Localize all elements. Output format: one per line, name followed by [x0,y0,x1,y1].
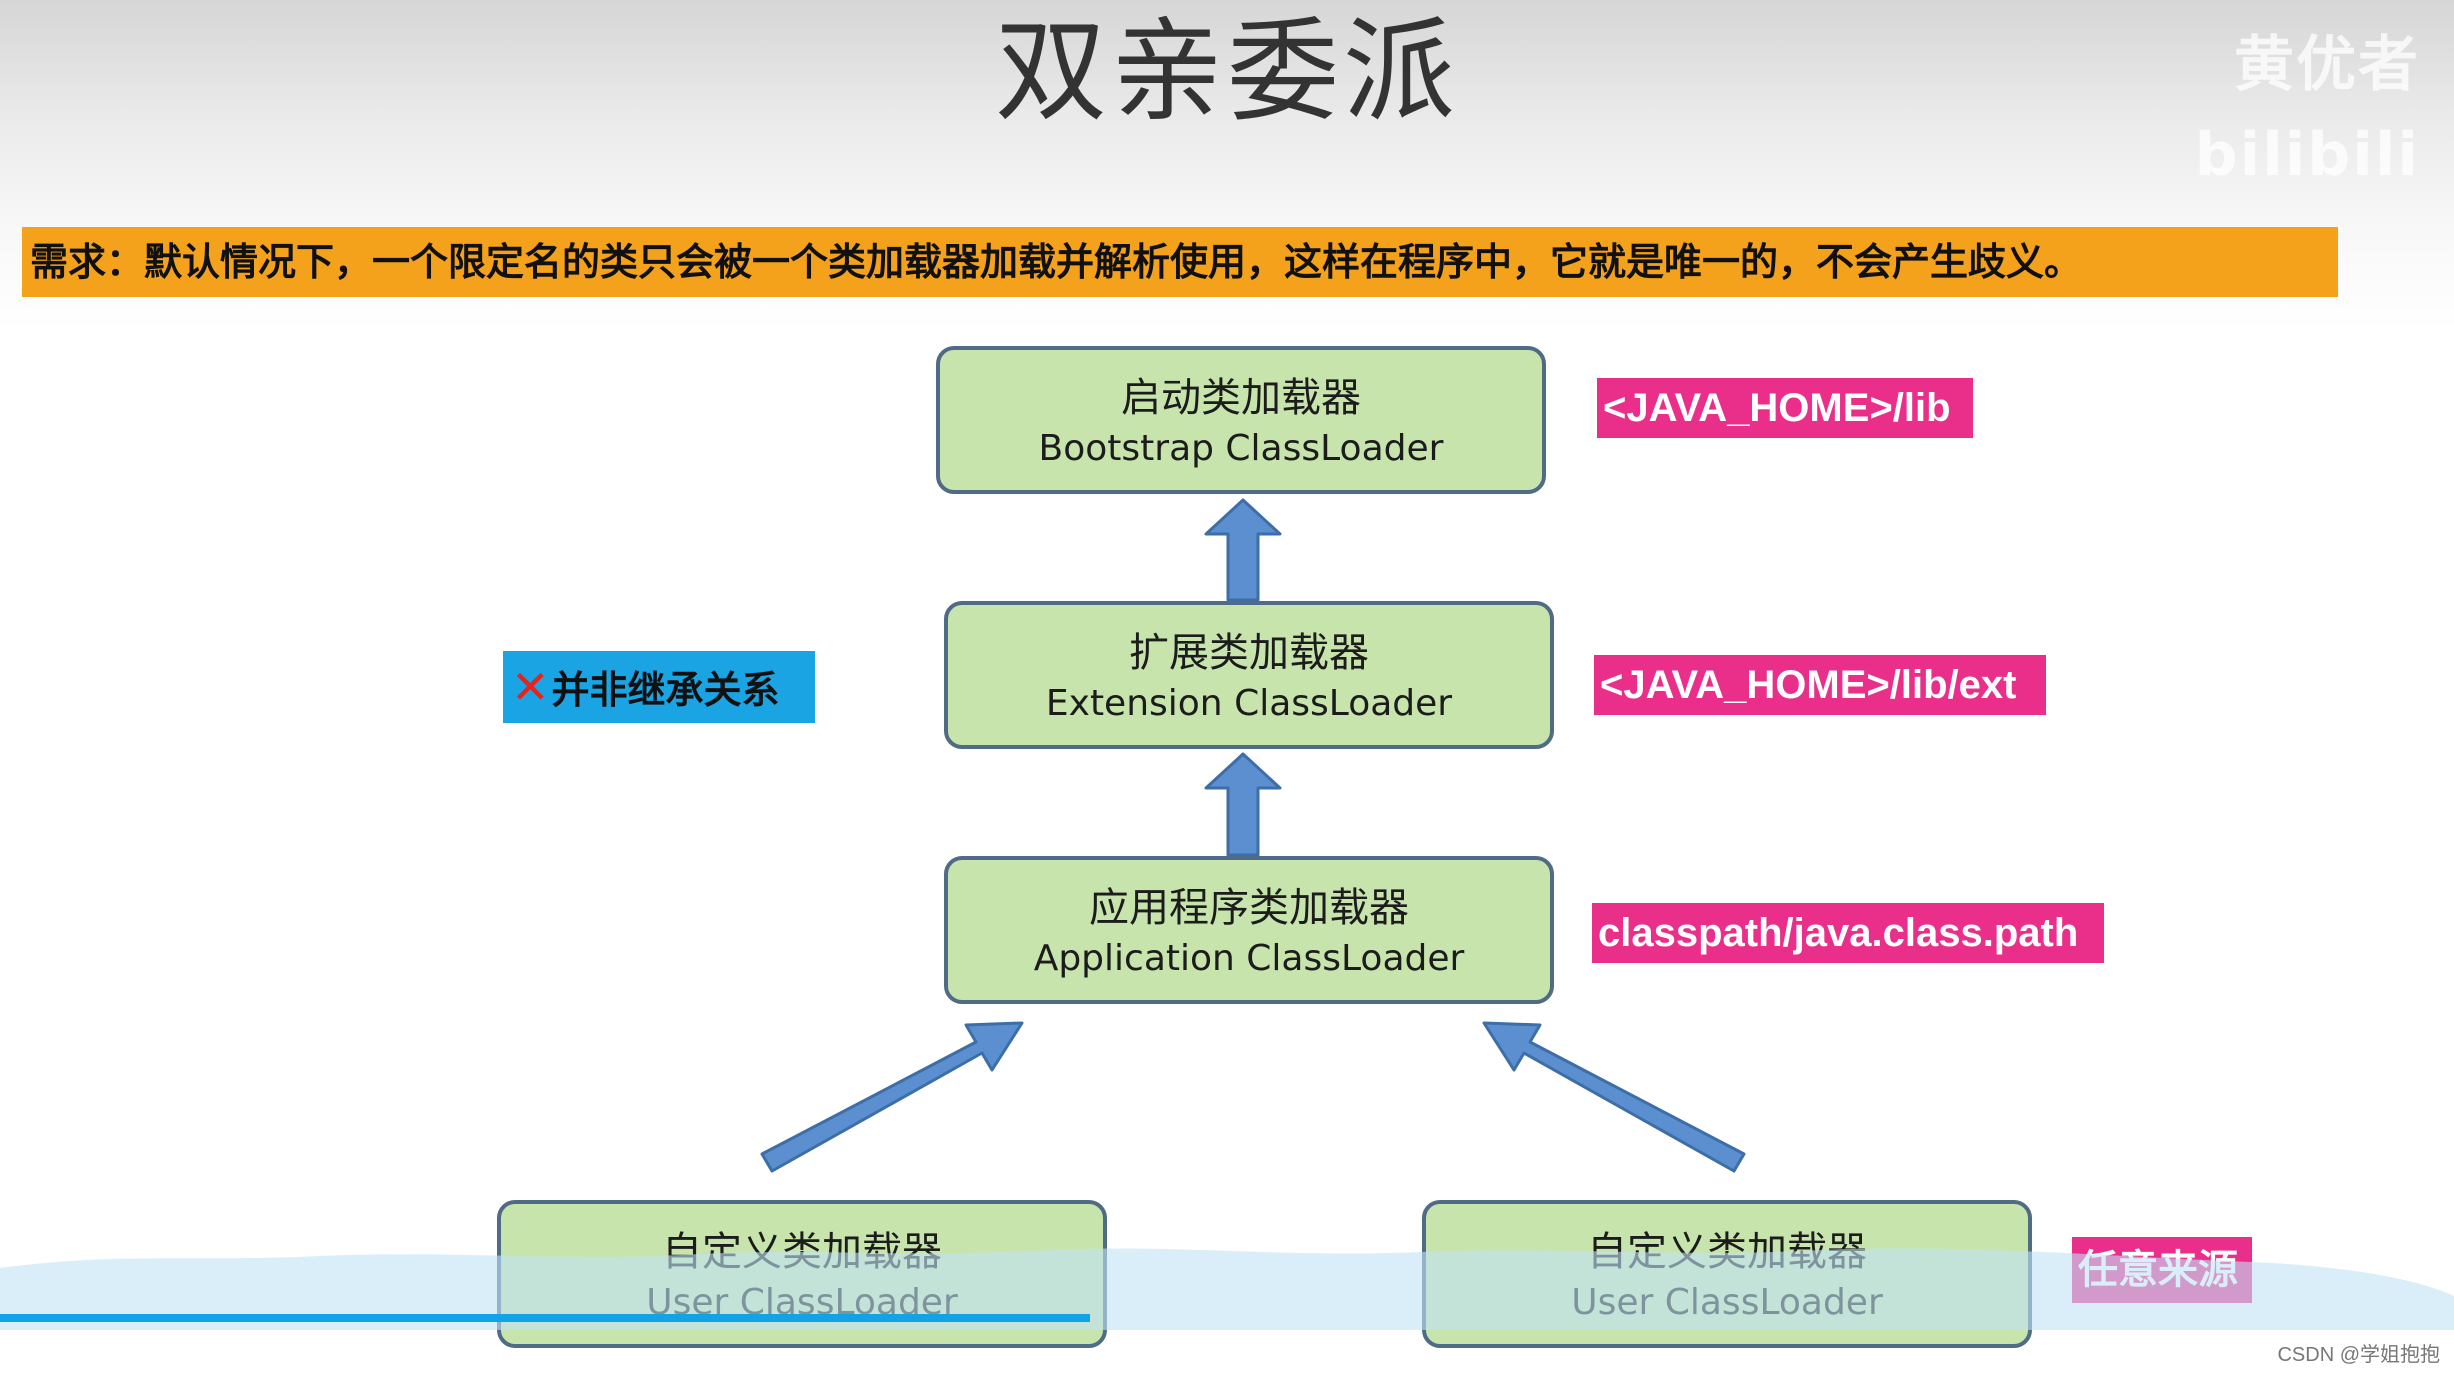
application-cn-label: 应用程序类加载器 [1089,885,1409,931]
arrow-up-to-extension [1204,752,1282,857]
user-classloader-box-left: 自定义类加载器 User ClassLoader [497,1200,1107,1348]
arrow-right-user-to-application [1482,1021,1746,1173]
not-inheritance-note: ✕并非继承关系 [503,651,815,723]
extension-en-label: Extension ClassLoader [1045,683,1453,724]
user-left-cn-label: 自定义类加载器 [662,1229,942,1275]
extension-path-tag: <JAVA_HOME>/lib/ext [1594,655,2046,715]
bootstrap-path-tag: <JAVA_HOME>/lib [1597,378,1973,438]
user-right-cn-label: 自定义类加载器 [1587,1229,1867,1275]
extension-classloader-box: 扩展类加载器 Extension ClassLoader [944,601,1554,749]
arrow-up-to-bootstrap [1204,498,1282,602]
page-title: 双亲委派 [995,7,1459,137]
bilibili-watermark: 黄优者 bilibili [2194,30,2420,190]
application-en-label: Application ClassLoader [1033,938,1465,979]
extension-cn-label: 扩展类加载器 [1129,630,1369,676]
bootstrap-classloader-box: 启动类加载器 Bootstrap ClassLoader [936,346,1546,494]
application-path-tag: classpath/java.class.path [1592,903,2104,963]
bootstrap-cn-label: 启动类加载器 [1121,375,1361,421]
csdn-credit: CSDN @学姐抱抱 [2277,1344,2440,1366]
arrow-left-user-to-application [760,1021,1024,1173]
user-classloader-box-right: 自定义类加载器 User ClassLoader [1422,1200,2032,1348]
user-source-tag: 任意来源 [2072,1237,2252,1303]
video-progress-bar[interactable] [0,1314,1090,1322]
requirement-banner: 需求：默认情况下，一个限定名的类只会被一个类加载器加载并解析使用，这样在程序中，… [22,227,2338,297]
red-x-icon: ✕ [511,660,550,714]
not-inheritance-text: 并非继承关系 [551,668,780,712]
user-right-en-label: User ClassLoader [1571,1282,1883,1323]
application-classloader-box: 应用程序类加载器 Application ClassLoader [944,856,1554,1004]
bootstrap-en-label: Bootstrap ClassLoader [1038,428,1444,469]
